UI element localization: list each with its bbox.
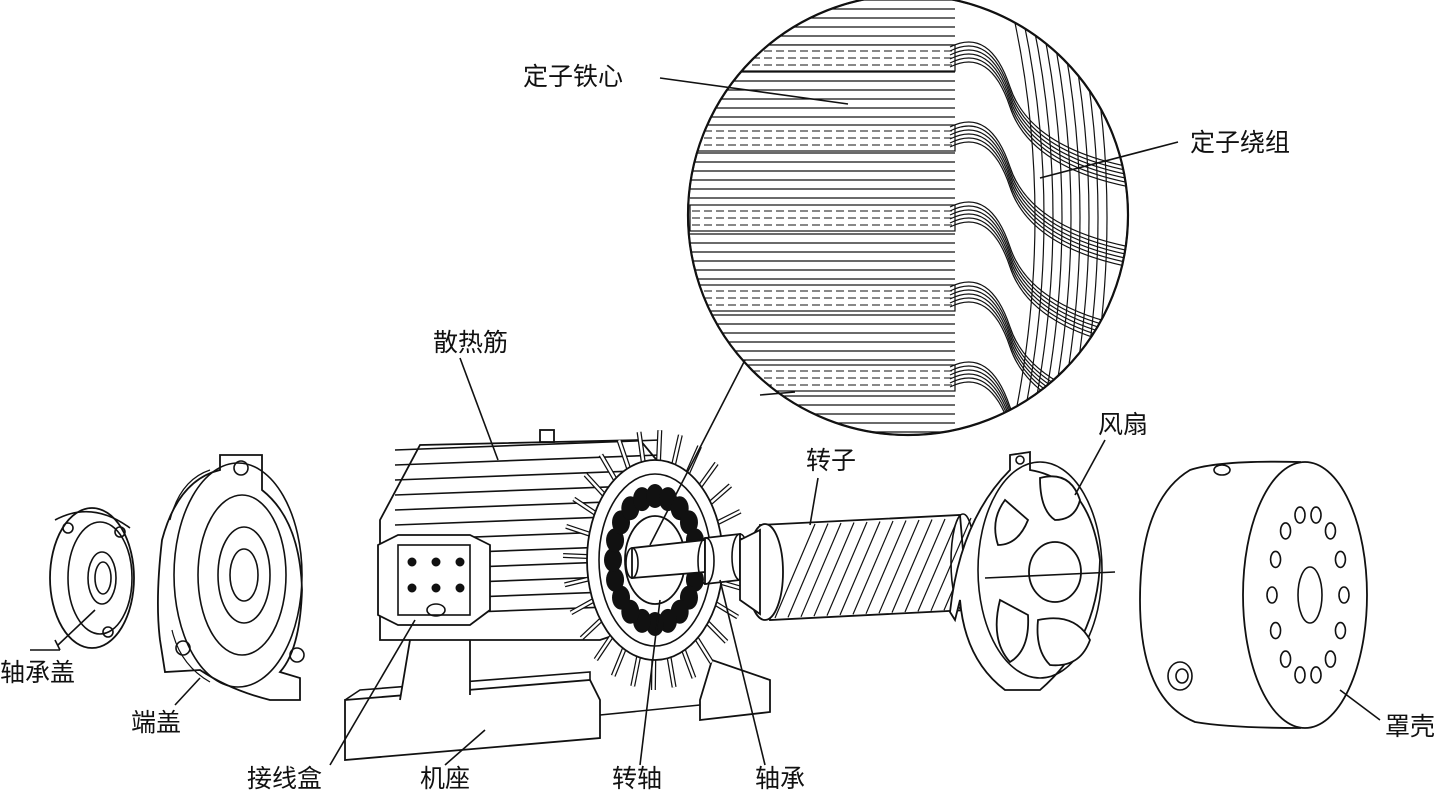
label-fan-cover: 罩壳 — [1385, 714, 1435, 739]
terminal-box-part — [378, 535, 490, 625]
label-stator-winding: 定子绕组 — [1190, 130, 1290, 155]
fan-cover-part — [1140, 462, 1367, 728]
fan-part — [950, 452, 1115, 690]
end-cover-part — [158, 455, 304, 700]
ring-fin-inner — [701, 463, 717, 485]
label-cooling-fins: 散热筋 — [433, 330, 508, 355]
label-terminal-box: 接线盒 — [247, 766, 322, 791]
ring-fin-inner — [711, 485, 731, 502]
ring-fin-inner — [563, 555, 587, 556]
label-bearing-cap: 轴承盖 — [0, 660, 75, 685]
ring-fin-inner — [718, 511, 740, 522]
label-rotor: 转子 — [806, 448, 856, 473]
magnified-detail — [688, 0, 1130, 507]
label-end-cover: 端盖 — [131, 710, 181, 735]
ring-fin-inner — [708, 623, 727, 642]
rotor-part — [740, 514, 984, 620]
ring-fin-inner — [613, 649, 624, 676]
label-stator-core: 定子铁心 — [523, 64, 623, 89]
label-frame-base: 机座 — [420, 766, 470, 791]
label-shaft: 转轴 — [612, 766, 662, 791]
ring-fin-inner — [697, 639, 712, 663]
bearing-cap-part — [50, 508, 134, 648]
label-fan: 风扇 — [1098, 412, 1148, 437]
label-bearing: 轴承 — [755, 766, 805, 791]
ring-fin-inner — [659, 430, 660, 460]
ring-fin-inner — [684, 651, 694, 678]
